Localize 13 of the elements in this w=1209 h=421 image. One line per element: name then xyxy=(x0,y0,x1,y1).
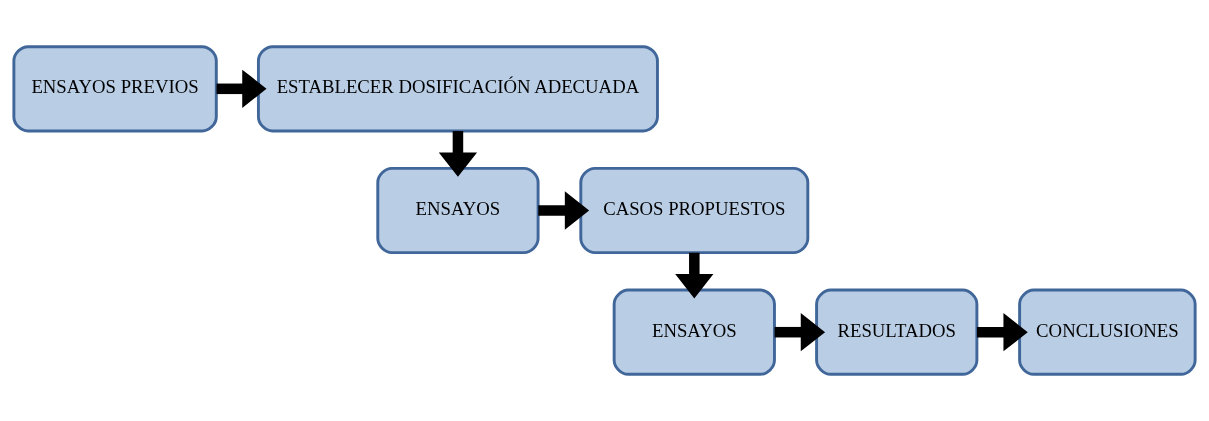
node-box: RESULTADOS xyxy=(815,288,979,376)
node-box: CONCLUSIONES xyxy=(1018,288,1197,376)
arrow xyxy=(774,313,826,352)
arrow xyxy=(216,69,267,108)
arrow xyxy=(675,252,714,299)
arrow xyxy=(976,313,1028,352)
node-box: ESTABLECER DOSIFICACIÓN ADECUADA xyxy=(256,45,659,133)
node-box: ENSAYOS xyxy=(612,288,776,376)
arrow xyxy=(438,131,478,177)
node-box: CASOS PROPUESTOS xyxy=(579,166,810,255)
node-box: ENSAYOS xyxy=(376,166,540,255)
node-box: ENSAYOS PREVIOS xyxy=(12,45,218,133)
arrow xyxy=(538,191,590,230)
